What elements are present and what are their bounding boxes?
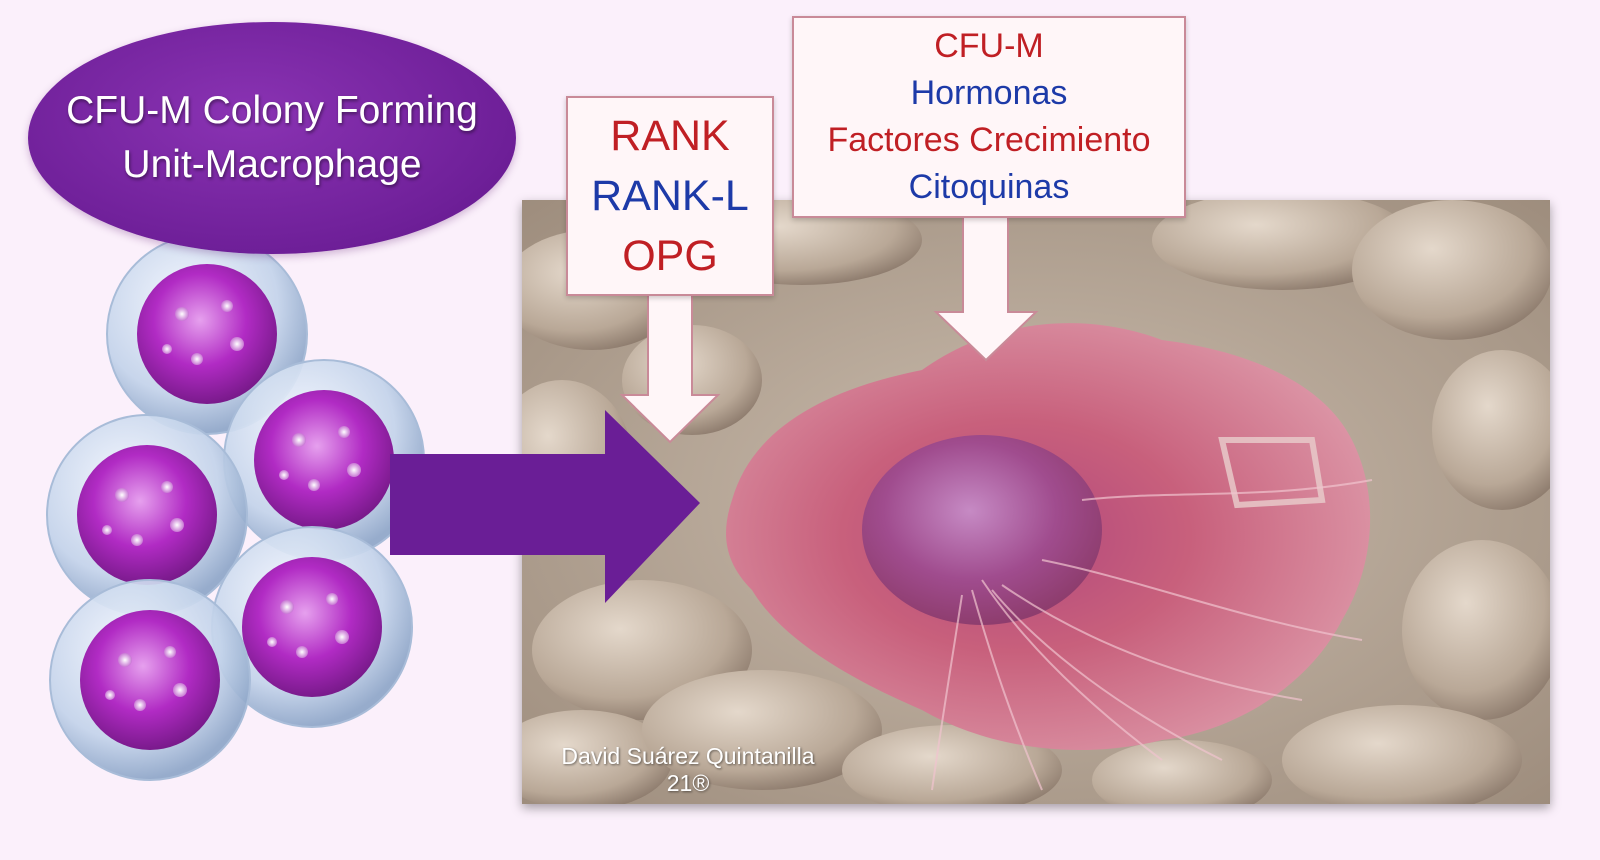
factor-cfu-m: CFU-M [934, 27, 1044, 65]
opg-label: OPG [622, 232, 718, 280]
osteoclast-cell [726, 323, 1373, 791]
author-credit: David Suárez Quintanilla 21® [538, 743, 838, 797]
precursor-cell-mid-left [46, 414, 248, 616]
credit-line1: David Suárez Quintanilla [561, 743, 815, 769]
regulatory-factors-box: CFU-M Hormonas Factores Crecimiento Cito… [792, 16, 1186, 218]
precursor-cell-bottom-right [211, 526, 413, 728]
osteoclast-micrograph [522, 200, 1550, 804]
osteoclast-nucleus [862, 435, 1102, 625]
differentiation-arrow [390, 410, 700, 603]
factors-down-arrow [933, 213, 1039, 362]
bone-pebbles [522, 200, 1550, 804]
rank-l-label: RANK-L [591, 172, 749, 220]
rank-down-arrow [619, 291, 721, 444]
factor-hormonas: Hormonas [910, 74, 1068, 112]
osteoclast-micrograph-art [522, 200, 1550, 804]
source-bubble-line2: Unit-Macrophage [122, 143, 422, 186]
precursor-cell-mid-right [223, 359, 425, 561]
credit-line2: 21® [666, 770, 710, 796]
rank-label: RANK [610, 112, 730, 160]
cfu-m-source-bubble: CFU-M Colony Forming Unit-Macrophage [28, 22, 516, 254]
factor-factores-crecimiento: Factores Crecimiento [827, 121, 1151, 159]
factor-citoquinas: Citoquinas [908, 168, 1070, 206]
precursor-cell-top [106, 233, 308, 435]
precursor-cell-bottom-left [49, 579, 251, 781]
source-bubble-line1: CFU-M Colony Forming [66, 89, 478, 132]
rank-signaling-box: RANK RANK-L OPG [566, 96, 774, 296]
